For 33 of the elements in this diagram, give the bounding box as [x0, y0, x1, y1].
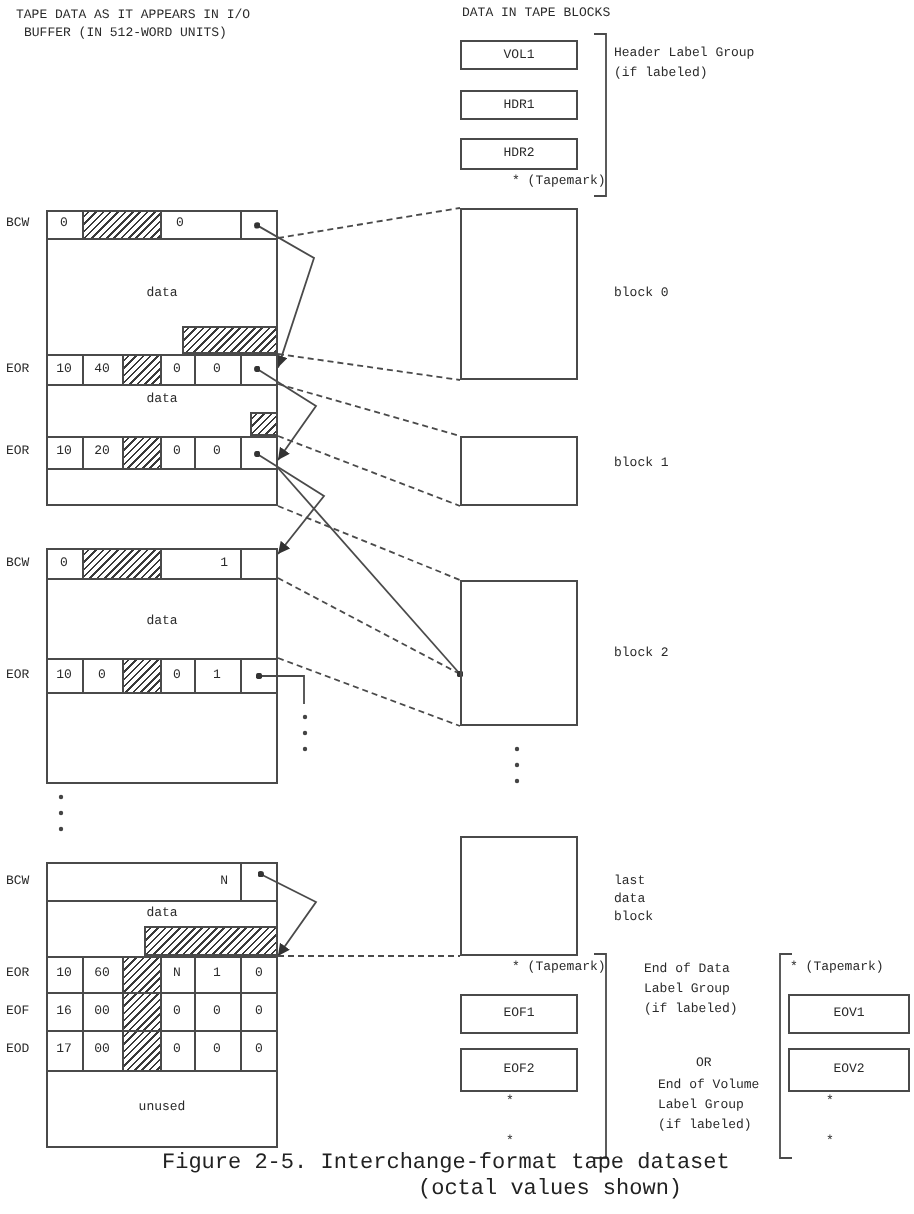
hatched-field: [122, 658, 160, 692]
projection-line: [277, 435, 461, 507]
projection-line: [277, 207, 461, 239]
hatched-field: [144, 926, 278, 956]
projection-line: [277, 955, 461, 957]
projection-line: [277, 353, 461, 381]
figure-caption: Figure 2-5. Interchange-format tape dataset (octal values shown): [162, 1152, 732, 1204]
connector-line: [255, 672, 305, 705]
pointer-arrow: [257, 871, 318, 957]
hatched-field: [122, 956, 160, 992]
hatched-field: [122, 436, 160, 468]
connector-line: [277, 467, 464, 678]
pointer-arrow: [254, 365, 318, 461]
empty-area: [46, 468, 278, 506]
pointer-arrow: [254, 222, 316, 369]
hatched-field: [82, 548, 160, 578]
projection-line: [277, 577, 464, 678]
hatched-field: [122, 1030, 160, 1070]
hatched-field: [122, 354, 160, 384]
projection-line: [277, 383, 461, 437]
data-area: [46, 384, 278, 436]
hatched-field: [122, 992, 160, 1030]
data-area: [46, 238, 278, 354]
data-area: [46, 1070, 278, 1148]
data-area: [46, 578, 278, 658]
hatched-field: [182, 326, 278, 354]
pointer-arrow: [254, 450, 326, 555]
empty-area: [46, 692, 278, 784]
projection-line: [277, 657, 461, 727]
projection-line: [277, 505, 461, 581]
hatched-field: [250, 412, 278, 436]
data-area: [46, 900, 278, 956]
hatched-field: [82, 210, 160, 238]
